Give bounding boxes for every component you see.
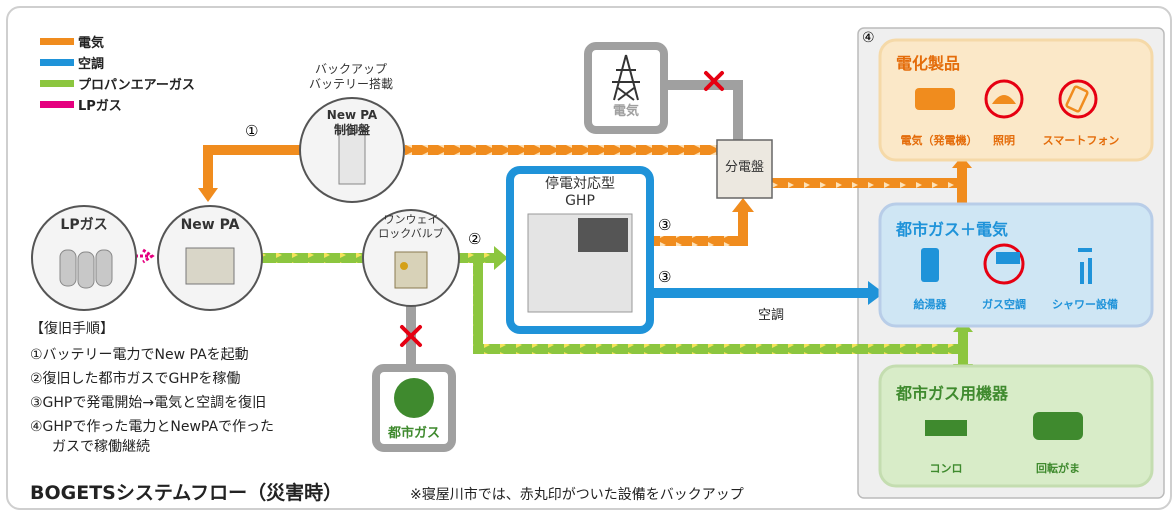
procedure-step-3: ③GHPで発電開始→電気と空調を復旧 <box>30 395 267 411</box>
distribution-board <box>716 139 773 199</box>
gas-tank-icon <box>394 378 434 418</box>
legend-swatch-electric <box>40 38 74 45</box>
control-cabinet-icon <box>338 129 366 185</box>
item-label-stove: コンロ <box>929 462 963 475</box>
lp-cylinders-icon <box>59 249 113 289</box>
ac-unit-icon <box>996 252 1020 264</box>
panel-gas-electric <box>878 202 1154 328</box>
electric-flow-to-control-panel <box>405 145 717 155</box>
procedure-step-1: ①バッテリー電力でNew PAを起動 <box>30 347 249 363</box>
gas-flow-to-valve <box>260 253 370 263</box>
valve-label: ワンウェイ ロックバルブ <box>378 213 444 240</box>
marker-step-3-ac: ③ <box>658 268 672 286</box>
panel-electric <box>878 38 1154 162</box>
procedure-step-4-line2: ガスで稼働継続 <box>52 439 150 455</box>
phone-body-icon <box>1065 85 1089 113</box>
rotary-kettle-icon <box>1033 412 1083 440</box>
gas-flow-to-panels <box>473 344 963 354</box>
ghp-label: 停電対応型 GHP <box>545 176 615 209</box>
panel-gas-electric-title: 都市ガス＋電気 <box>896 220 1009 239</box>
item-label-lighting: 照明 <box>993 134 1015 147</box>
power-line <box>664 80 743 140</box>
gas-stove-icon <box>925 420 967 436</box>
electric-arrowhead-up <box>952 156 972 168</box>
gas-outage-cross <box>400 325 422 347</box>
item-label-gas-ac: ガス空調 <box>982 298 1026 311</box>
power-tower-icon <box>612 54 640 101</box>
lamp-shade-icon <box>992 95 1016 104</box>
ghp-electric-arrowhead <box>732 198 754 212</box>
procedure-step-4-line1: ④GHPで作った電力とNewPAで作った <box>30 419 275 435</box>
ghp-electric-output <box>650 236 745 246</box>
marker-step-4: ④ <box>862 30 875 46</box>
footer-note: ※寝屋川市では、赤丸印がついた設備をバックアップ <box>410 487 744 503</box>
power-strip-icon <box>915 88 955 110</box>
item-label-generator: 電気（発電機） <box>900 134 978 147</box>
battery-note: バックアップ バッテリー搭載 <box>308 62 393 91</box>
marker-step-3-electric: ③ <box>658 216 672 234</box>
panel-electric-title: 電化製品 <box>896 54 961 73</box>
panel-city-gas-title: 都市ガス用機器 <box>896 384 1009 403</box>
ac-arrowhead <box>868 281 884 305</box>
marker-step-2: ② <box>468 230 482 248</box>
control-panel-label: New PA 制御盤 <box>326 108 378 137</box>
ac-flow <box>650 288 872 298</box>
ceiling-light-icon <box>984 79 1024 119</box>
gas-flow-down <box>473 258 483 353</box>
legend-swatch-gas <box>40 80 74 87</box>
valve-box-icon <box>394 251 428 289</box>
city-gas-label: 都市ガス <box>387 426 440 441</box>
legend-swatch-ac <box>40 59 74 66</box>
legend-label-lp: LPガス <box>78 99 122 114</box>
distribution-board-label: 分電盤 <box>724 160 764 175</box>
smartphone-icon <box>1058 79 1098 119</box>
procedure-title: 【復旧手順】 <box>30 321 114 337</box>
footer-title: BOGETSシステムフロー（災害時） <box>30 482 343 504</box>
electric-riser <box>957 163 967 217</box>
legend-swatch-lp <box>40 101 74 108</box>
panel-city-gas <box>878 364 1154 488</box>
ac-flow-label: 空調 <box>758 308 785 323</box>
power-tower-label: 電気 <box>612 104 639 119</box>
ghp-electric-riser <box>738 208 748 246</box>
ghp-fan-grille-icon <box>578 218 628 252</box>
valve-handle-icon <box>400 262 408 270</box>
item-label-water-heater: 給湯器 <box>913 298 947 311</box>
shower-icon <box>1078 248 1092 284</box>
electric-flow-to-new-pa <box>203 145 300 190</box>
air-conditioner-icon <box>983 243 1025 285</box>
item-label-smartphone: スマートフォン <box>1042 134 1120 147</box>
water-heater-icon <box>921 248 939 282</box>
power-source-box <box>584 42 668 134</box>
lp-gas-label: LPガス <box>60 217 108 233</box>
legend-label-ac: 空調 <box>78 57 105 72</box>
legend-label-electric: 電気 <box>78 36 105 51</box>
procedure-step-2: ②復旧した都市ガスでGHPを稼働 <box>30 371 241 387</box>
item-label-kettle: 回転がま <box>1036 462 1080 475</box>
lp-gas-arrow <box>135 248 155 264</box>
legend-label-gas: プロパンエアーガス <box>78 78 195 93</box>
electric-arrowhead-new-pa <box>198 188 218 202</box>
electric-flow-to-panels <box>772 178 962 188</box>
marker-step-1: ① <box>245 122 259 140</box>
new-pa-label: New PA <box>180 217 240 233</box>
gas-arrowhead-ghp <box>494 246 508 270</box>
power-outage-cross <box>704 71 724 91</box>
item-label-shower: シャワー設備 <box>1052 298 1118 311</box>
new-pa-unit-icon <box>185 247 235 285</box>
gas-riser <box>958 328 968 368</box>
